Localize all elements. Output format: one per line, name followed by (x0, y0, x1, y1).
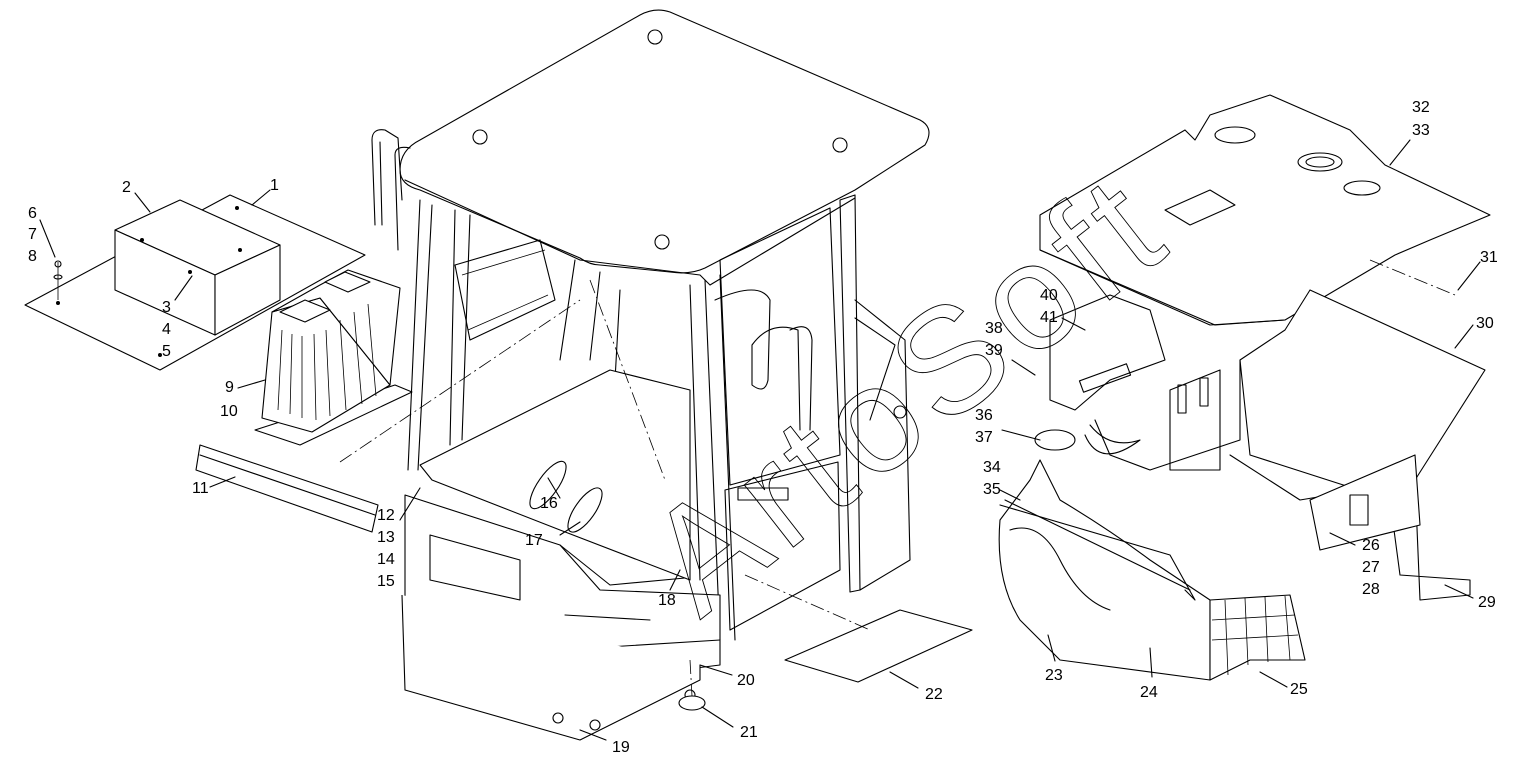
callout-24: 24 (1140, 684, 1158, 701)
callout-38: 38 (985, 320, 1003, 337)
callout-22: 22 (925, 686, 943, 703)
callout-6a: 6 (28, 205, 37, 222)
operator-cab (371, 9, 930, 741)
callout-12: 12 (377, 507, 395, 524)
callout-26: 26 (1362, 537, 1380, 554)
callout-3: 3 (162, 299, 171, 316)
headliner-panel (1039, 94, 1491, 326)
callout-16: 16 (540, 495, 558, 512)
air-duct-assembly (998, 294, 1306, 681)
callout-14: 14 (377, 551, 395, 568)
cab-roof (399, 9, 930, 274)
callout-20: 20 (737, 672, 755, 689)
cab-plug (678, 695, 706, 711)
callout-30: 30 (1476, 315, 1494, 332)
callout-32: 32 (1412, 99, 1430, 116)
callout-23: 23 (1045, 667, 1063, 684)
floor-mat-22 (744, 574, 973, 683)
callout-40: 40 (1040, 287, 1058, 304)
callout-labels: 1 2 3 4 5 6 7 8 9 10 11 12 13 14 15 16 1… (28, 99, 1498, 756)
callout-39: 39 (985, 342, 1003, 359)
filter-cover-assembly (24, 194, 366, 371)
callout-41: 41 (1040, 309, 1058, 326)
cab-floor-base (401, 594, 701, 741)
callout-1: 1 (270, 177, 279, 194)
callout-35: 35 (983, 481, 1001, 498)
callout-9: 9 (225, 379, 234, 396)
callout-5: 5 (162, 343, 171, 360)
callout-15: 15 (377, 573, 395, 590)
callout-19: 19 (612, 739, 630, 756)
callout-8: 8 (28, 248, 37, 265)
callout-18: 18 (658, 592, 676, 609)
callout-29: 29 (1478, 594, 1496, 611)
callout-4: 4 (162, 321, 171, 338)
callout-27: 27 (1362, 559, 1380, 576)
callout-17: 17 (525, 532, 543, 549)
callout-11: 11 (192, 480, 209, 497)
control-lever-17 (567, 487, 603, 533)
floor-mat (195, 299, 581, 533)
callout-28: 28 (1362, 581, 1380, 598)
air-cleaner-housing (254, 269, 413, 446)
callout-25: 25 (1290, 681, 1308, 698)
callout-34: 34 (983, 459, 1001, 476)
callout-13: 13 (377, 529, 395, 546)
callout-7: 7 (28, 226, 37, 243)
cover-box-side (214, 244, 281, 336)
callout-10: 10 (220, 403, 238, 420)
callout-37: 37 (975, 429, 993, 446)
cab-rear-inner-panel (1084, 289, 1486, 601)
callout-36: 36 (975, 407, 993, 424)
callout-33: 33 (1412, 122, 1430, 139)
callout-2: 2 (122, 179, 131, 196)
leader-lines (39, 139, 1481, 741)
callout-31: 31 (1480, 249, 1498, 266)
callout-21: 21 (740, 724, 758, 741)
